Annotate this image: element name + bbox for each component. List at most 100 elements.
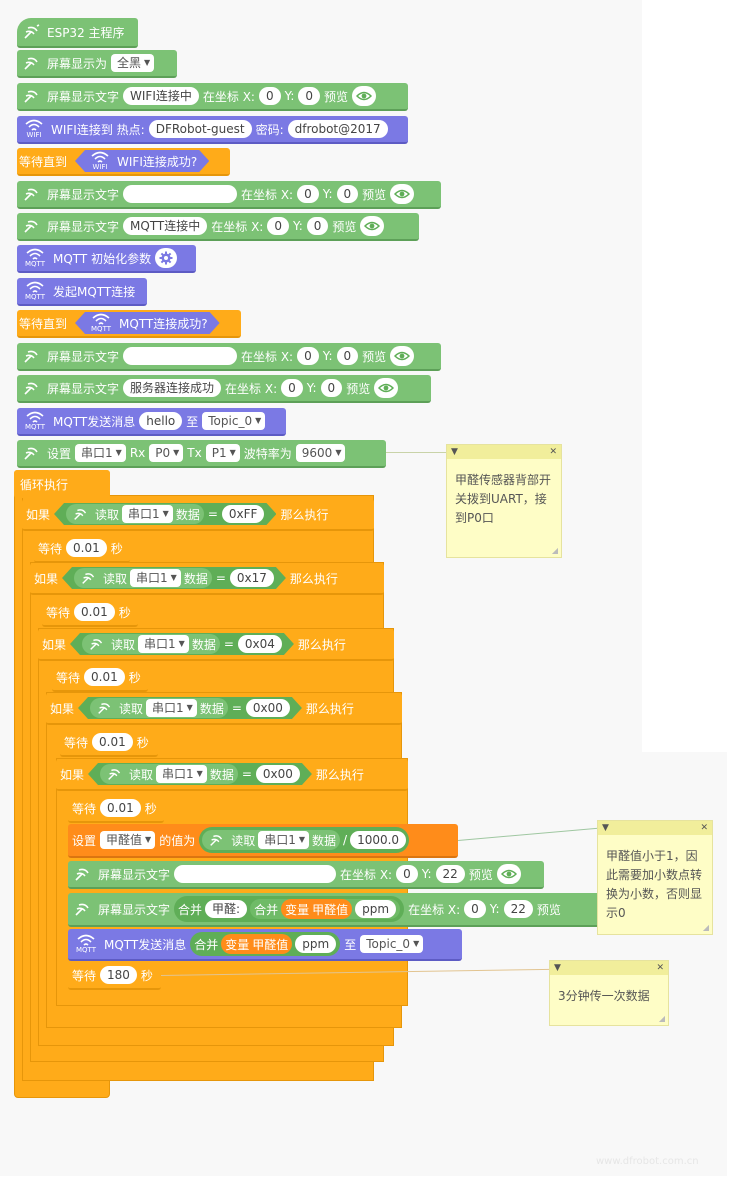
topic-dropdown[interactable]: Topic_0▼ [202,412,266,430]
collapse-icon[interactable]: ▼ [554,963,561,973]
eye-icon[interactable] [374,378,399,398]
close-icon[interactable]: ✕ [700,823,708,833]
wait-until-mqtt-block[interactable]: 等待直到 MQTT MQTT连接成功? [17,310,241,338]
wait-block[interactable]: 等待 0.01 秒 [42,599,138,627]
divide-reporter[interactable]: 读取 串口1▼ 数据 / 1000.0 [199,827,410,853]
wait-block-180[interactable]: 等待 180 秒 [68,962,161,990]
if-block-3[interactable]: 如果 读取 串口1▼ 数据 = 0x04 那么执行 [38,629,394,661]
wait-block[interactable]: 等待 0.01 秒 [68,795,164,823]
resize-handle-icon[interactable]: ◢ [702,923,709,932]
value-input[interactable]: 0x04 [238,635,282,653]
screen-display-block[interactable]: 屏幕显示为 全黑▼ [17,50,177,78]
value-input[interactable]: 0xFF [222,505,265,523]
wait-block[interactable]: 等待 0.01 秒 [60,729,158,757]
condition-eq-0x04[interactable]: 读取 串口1▼ 数据 = 0x04 [70,633,294,655]
read-serial-reporter[interactable]: 读取 串口1▼ 数据 [100,764,238,784]
if-block-2[interactable]: 如果 读取 串口1▼ 数据 = 0x17 那么执行 [30,563,384,595]
screen-mode-dropdown[interactable]: 全黑▼ [111,54,155,72]
wait-block[interactable]: 等待 0.01 秒 [52,664,148,692]
mqtt-send-block-hello[interactable]: MQTT MQTT发送消息 hello 至 Topic_0▼ [17,408,286,436]
read-serial-reporter[interactable]: 读取 串口1▼ 数据 [90,698,228,718]
y-input[interactable]: 0 [298,87,321,105]
unit-input[interactable]: ppm [355,900,397,918]
if-block-1[interactable]: 如果 读取 串口1▼ 数据 = 0xFF 那么执行 [22,499,374,531]
wait-seconds-input[interactable]: 0.01 [66,539,107,557]
serial-port-dropdown[interactable]: 串口1▼ [156,765,207,783]
serial-port-dropdown[interactable]: 串口1▼ [130,569,181,587]
read-serial-reporter[interactable]: 读取 串口1▼ 数据 [82,634,220,654]
eye-icon[interactable] [352,86,377,106]
variable-reporter[interactable]: 变量甲醛值 [221,934,293,954]
x-input[interactable]: 0 [464,900,486,918]
eye-icon[interactable] [360,216,385,236]
loop-block[interactable]: 循环执行 [14,470,110,498]
x-input[interactable]: 0 [297,185,319,203]
wait-seconds-input[interactable]: 0.01 [100,799,141,817]
condition-eq-0x00[interactable]: 读取 串口1▼ 数据 = 0x00 [88,763,312,785]
main-program-hat[interactable]: ESP32 主程序 [17,18,138,48]
text-input-empty[interactable] [123,347,238,365]
resize-handle-icon[interactable]: ◢ [551,546,558,555]
y-input[interactable]: 0 [336,185,359,203]
mqtt-connect-block[interactable]: MQTT 发起MQTT连接 [17,278,147,306]
screen-text-block-clear-3[interactable]: 屏幕显示文字 在坐标 X: 0 Y: 22 预览 [68,861,544,889]
condition-eq-0x00[interactable]: 读取 串口1▼ 数据 = 0x00 [78,697,302,719]
screen-text-block-mqtt[interactable]: 屏幕显示文字 MQTT连接中 在坐标 X: 0 Y: 0 预览 [17,213,419,241]
set-variable-block[interactable]: 设置 甲醛值▼ 的值为 读取 串口1▼ 数据 / 1000.0 [68,824,458,858]
comment-text[interactable]: 甲醛值小于1，因此需要加小数点转换为小数，否则显示0 [606,849,703,920]
screen-text-block-clear[interactable]: 屏幕显示文字 在坐标 X: 0 Y: 0 预览 [17,181,441,209]
gear-icon[interactable] [155,248,178,268]
wifi-success-condition[interactable]: WIFI WIFI连接成功? [75,150,209,172]
y-input[interactable]: 0 [320,379,343,397]
serial-setup-block[interactable]: 设置 串口1▼ Rx P0▼ Tx P1▼ 波特率为 9600▼ [17,440,386,468]
comment-note-3[interactable]: ▼ ✕ 3分钟传一次数据 ◢ [549,960,669,1026]
value-input[interactable]: 0x17 [230,569,274,587]
y-input[interactable]: 22 [435,865,465,883]
serial-port-dropdown[interactable]: 串口1▼ [258,831,310,849]
serial-port-dropdown[interactable]: 串口1▼ [138,635,189,653]
resize-handle-icon[interactable]: ◢ [658,1014,665,1023]
message-input[interactable]: hello [139,412,183,430]
eye-icon[interactable] [390,346,415,366]
variable-reporter[interactable]: 变量甲醛值 [281,899,353,919]
x-input[interactable]: 0 [258,87,281,105]
variable-dropdown[interactable]: 甲醛值▼ [100,831,156,849]
wait-block[interactable]: 等待 0.01 秒 [34,535,130,563]
comment-text[interactable]: 甲醛传感器背部开关拨到UART，接到P0口 [455,473,552,525]
comment-text[interactable]: 3分钟传一次数据 [558,989,650,1003]
x-input[interactable]: 0 [281,379,303,397]
mqtt-init-block[interactable]: MQTT MQTT 初始化参数 [17,245,196,273]
wait-seconds-input[interactable]: 180 [100,966,137,984]
collapse-icon[interactable]: ▼ [451,447,458,457]
x-input[interactable]: 0 [297,347,319,365]
read-serial-reporter[interactable]: 读取 串口1▼ 数据 [74,568,212,588]
condition-eq-0x17[interactable]: 读取 串口1▼ 数据 = 0x17 [62,567,286,589]
eye-icon[interactable] [390,184,415,204]
wifi-connect-block[interactable]: WIFI WIFI连接到 热点: DFRobot-guest 密码: dfrob… [17,116,408,144]
read-serial-reporter[interactable]: 读取 串口1▼ 数据 [66,504,204,524]
merge-reporter-outer[interactable]: 合并 甲醛: 合并 变量甲醛值 ppm [174,896,405,922]
password-input[interactable]: dfrobot@2017 [287,120,388,138]
value-input[interactable]: 0x00 [256,765,300,783]
wait-until-wifi-block[interactable]: 等待直到 WIFI WIFI连接成功? [17,148,230,176]
rx-pin-dropdown[interactable]: P0▼ [149,444,184,462]
y-input[interactable]: 0 [336,347,359,365]
merge-text-input[interactable]: 甲醛: [205,900,248,918]
tx-pin-dropdown[interactable]: P1▼ [205,444,240,462]
screen-text-block-wifi[interactable]: 屏幕显示文字 WIFI连接中 在坐标 X: 0 Y: 0 预览 [17,83,408,111]
baud-dropdown[interactable]: 9600▼ [295,444,346,462]
merge-reporter-inner[interactable]: 合并 变量甲醛值 ppm [250,899,401,919]
wait-seconds-input[interactable]: 0.01 [84,668,125,686]
topic-dropdown[interactable]: Topic_0▼ [360,935,424,953]
text-input[interactable]: MQTT连接中 [123,217,208,235]
merge-reporter[interactable]: 合并 变量甲醛值 ppm [190,932,341,956]
if-block-4[interactable]: 如果 读取 串口1▼ 数据 = 0x00 那么执行 [46,693,402,725]
if-block-5[interactable]: 如果 读取 串口1▼ 数据 = 0x00 那么执行 [56,759,408,791]
close-icon[interactable]: ✕ [656,963,664,973]
screen-text-block-server[interactable]: 屏幕显示文字 服务器连接成功 在坐标 X: 0 Y: 0 预览 [17,375,431,403]
condition-eq-0xff[interactable]: 读取 串口1▼ 数据 = 0xFF [54,503,276,525]
text-input-empty[interactable] [123,185,238,203]
value-input[interactable]: 0x00 [246,699,290,717]
wait-seconds-input[interactable]: 0.01 [74,603,115,621]
